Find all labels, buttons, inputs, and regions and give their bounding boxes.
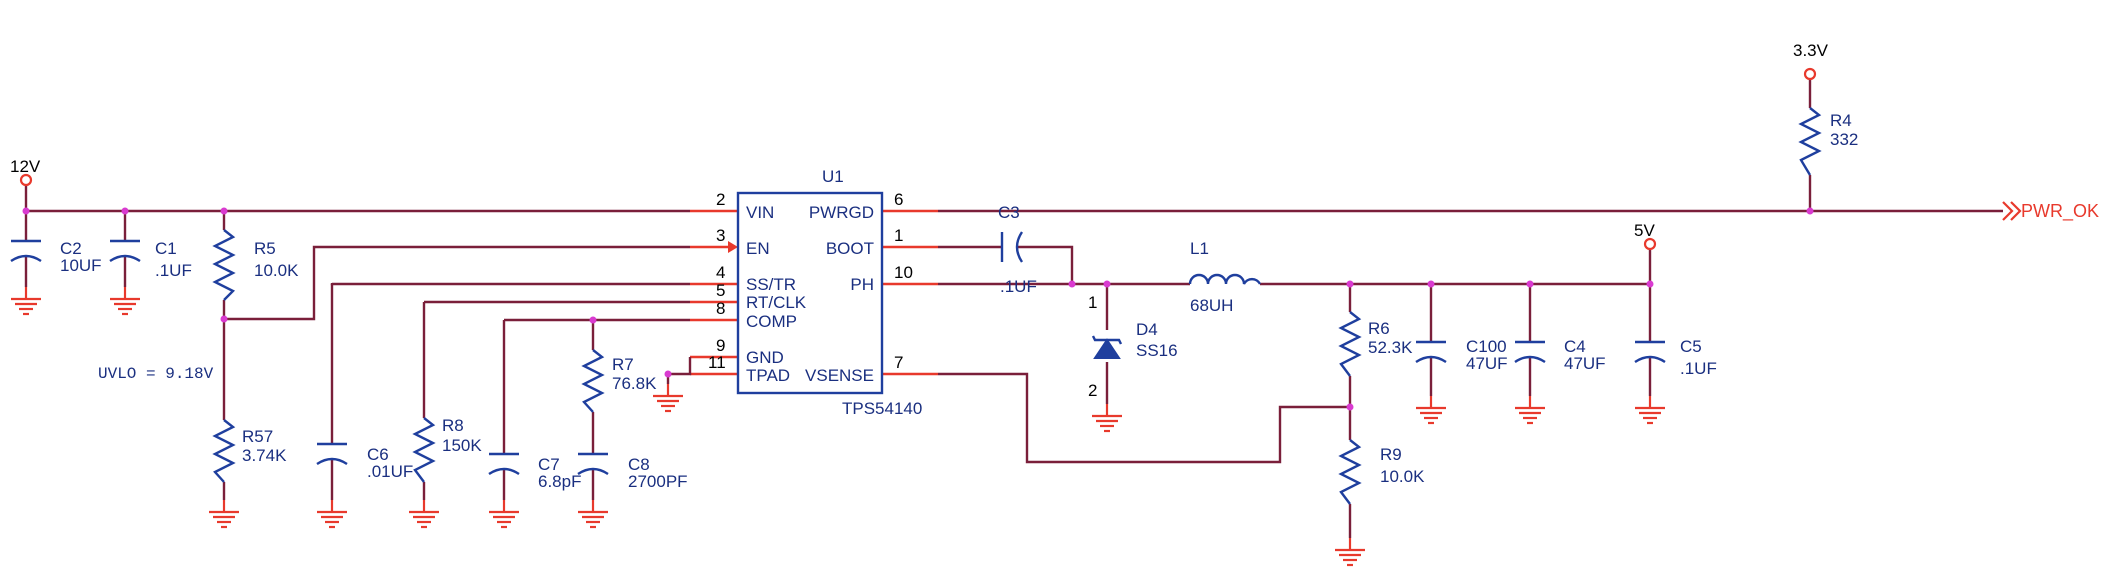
ic-part-number: TPS54140 bbox=[842, 399, 922, 418]
c3-ref: C3 bbox=[998, 203, 1020, 222]
c2-ref: C2 bbox=[60, 239, 82, 258]
c4-ref: C4 bbox=[1564, 337, 1586, 356]
net-12v-label: 12V bbox=[10, 157, 41, 176]
pin-num-vsense: 7 bbox=[894, 353, 903, 372]
pin-name-boot: BOOT bbox=[826, 239, 874, 258]
c1-value: .1UF bbox=[155, 261, 192, 280]
pin-num-ph: 10 bbox=[894, 263, 913, 282]
c8-ref: C8 bbox=[628, 455, 650, 474]
r5-value: 10.0K bbox=[254, 261, 299, 280]
pin-name-vsense: VSENSE bbox=[805, 366, 874, 385]
r6-value: 52.3K bbox=[1368, 338, 1413, 357]
pin-num-en: 3 bbox=[716, 226, 725, 245]
resistor-r9: R9 10.0K bbox=[1333, 439, 1425, 567]
capacitor-c2: C2 10UF bbox=[9, 239, 102, 316]
resistor-r5: R5 10.0K bbox=[212, 229, 299, 301]
c100-value: 47UF bbox=[1466, 354, 1508, 373]
r4-ref: R4 bbox=[1830, 111, 1852, 130]
capacitor-c7: C7 6.8pF bbox=[487, 452, 581, 529]
pin-num-tpad: 11 bbox=[708, 353, 726, 372]
resistor-r7: R7 76.8K bbox=[581, 349, 657, 413]
c3-value: .1UF bbox=[1000, 277, 1037, 296]
terminal-12v bbox=[19, 173, 33, 187]
d4-pin1: 1 bbox=[1088, 293, 1097, 312]
r57-value: 3.74K bbox=[242, 446, 287, 465]
r8-ref: R8 bbox=[442, 416, 464, 435]
r6-ref: R6 bbox=[1368, 319, 1390, 338]
r9-value: 10.0K bbox=[1380, 467, 1425, 486]
r4-value: 332 bbox=[1830, 130, 1858, 149]
r9-ref: R9 bbox=[1380, 445, 1402, 464]
capacitor-c4: C4 47UF bbox=[1513, 337, 1606, 425]
pin-num-boot: 1 bbox=[894, 226, 903, 245]
ground-symbol-u1 bbox=[651, 382, 685, 413]
pin-name-gnd: GND bbox=[746, 348, 784, 367]
c5-value: .1UF bbox=[1680, 359, 1717, 378]
pin-num-sstr: 4 bbox=[716, 263, 725, 282]
pin-num-rtclk: 5 bbox=[716, 281, 725, 300]
pin-name-en: EN bbox=[746, 239, 770, 258]
terminal-3v3 bbox=[1803, 67, 1817, 81]
c7-value: 6.8pF bbox=[538, 472, 581, 491]
resistor-r8: R8 150K bbox=[407, 416, 482, 529]
junctions bbox=[22, 207, 1814, 411]
pin-name-rtclk: RT/CLK bbox=[746, 293, 807, 312]
d4-value: SS16 bbox=[1136, 341, 1178, 360]
c2-value: 10UF bbox=[60, 256, 102, 275]
capacitor-c8: C8 2700PF bbox=[576, 452, 688, 529]
d4-ref: D4 bbox=[1136, 320, 1158, 339]
terminal-5v bbox=[1643, 237, 1657, 251]
c1-ref: C1 bbox=[155, 239, 177, 258]
c7-ref: C7 bbox=[538, 455, 560, 474]
net-3v3-label: 3.3V bbox=[1793, 41, 1829, 60]
pin-name-ph: PH bbox=[850, 275, 874, 294]
r7-value: 76.8K bbox=[612, 374, 657, 393]
c5-ref: C5 bbox=[1680, 337, 1702, 356]
r57-ref: R57 bbox=[242, 427, 273, 446]
diode-d4: 1 2 D4 SS16 bbox=[1088, 293, 1178, 433]
capacitor-c3: C3 .1UF bbox=[998, 203, 1037, 296]
c6-ref: C6 bbox=[367, 445, 389, 464]
net-5v-label: 5V bbox=[1634, 221, 1655, 240]
pin-name-pwrgd: PWRGD bbox=[809, 203, 874, 222]
pin-num-pwrgd: 6 bbox=[894, 190, 903, 209]
r7-ref: R7 bbox=[612, 355, 634, 374]
pin-name-tpad: TPAD bbox=[746, 366, 790, 385]
resistor-r6: R6 52.3K bbox=[1338, 311, 1413, 377]
r8-value: 150K bbox=[442, 436, 482, 455]
d4-pin2: 2 bbox=[1088, 381, 1097, 400]
pin-num-gnd: 9 bbox=[716, 336, 725, 355]
pin-name-vin: VIN bbox=[746, 203, 774, 222]
capacitor-c100: C100 47UF bbox=[1414, 337, 1508, 425]
pin-num-vin: 2 bbox=[716, 190, 725, 209]
power-terminals: 12V 3.3V 5V PWR_OK bbox=[10, 41, 2099, 251]
pin-name-sstr: SS/TR bbox=[746, 275, 796, 294]
wires bbox=[24, 80, 2003, 538]
capacitor-c5: C5 .1UF bbox=[1633, 337, 1717, 425]
c4-value: 47UF bbox=[1564, 354, 1606, 373]
capacitor-c1: C1 .1UF bbox=[108, 239, 192, 316]
ic-ref: U1 bbox=[822, 167, 844, 186]
l1-value: 68UH bbox=[1190, 296, 1233, 315]
resistor-r57: R57 3.74K bbox=[207, 419, 287, 529]
inductor-l1: L1 68UH bbox=[1188, 239, 1262, 315]
capacitor-c6: C6 .01UF bbox=[315, 442, 413, 529]
uvlo-annotation: UVLO = 9.18V bbox=[98, 365, 214, 383]
r5-ref: R5 bbox=[254, 239, 276, 258]
c8-value: 2700PF bbox=[628, 472, 688, 491]
resistor-r4: R4 332 bbox=[1798, 107, 1858, 176]
pin-name-comp: COMP bbox=[746, 312, 797, 331]
net-pwr-ok-label: PWR_OK bbox=[2021, 201, 2099, 222]
ic-u1: U1 TPS54140 2 3 4 5 8 9 11 VIN EN SS/TR … bbox=[708, 167, 922, 418]
pin-num-comp: 8 bbox=[716, 299, 725, 318]
c100-ref: C100 bbox=[1466, 337, 1507, 356]
c6-value: .01UF bbox=[367, 462, 413, 481]
l1-ref: L1 bbox=[1190, 239, 1209, 258]
